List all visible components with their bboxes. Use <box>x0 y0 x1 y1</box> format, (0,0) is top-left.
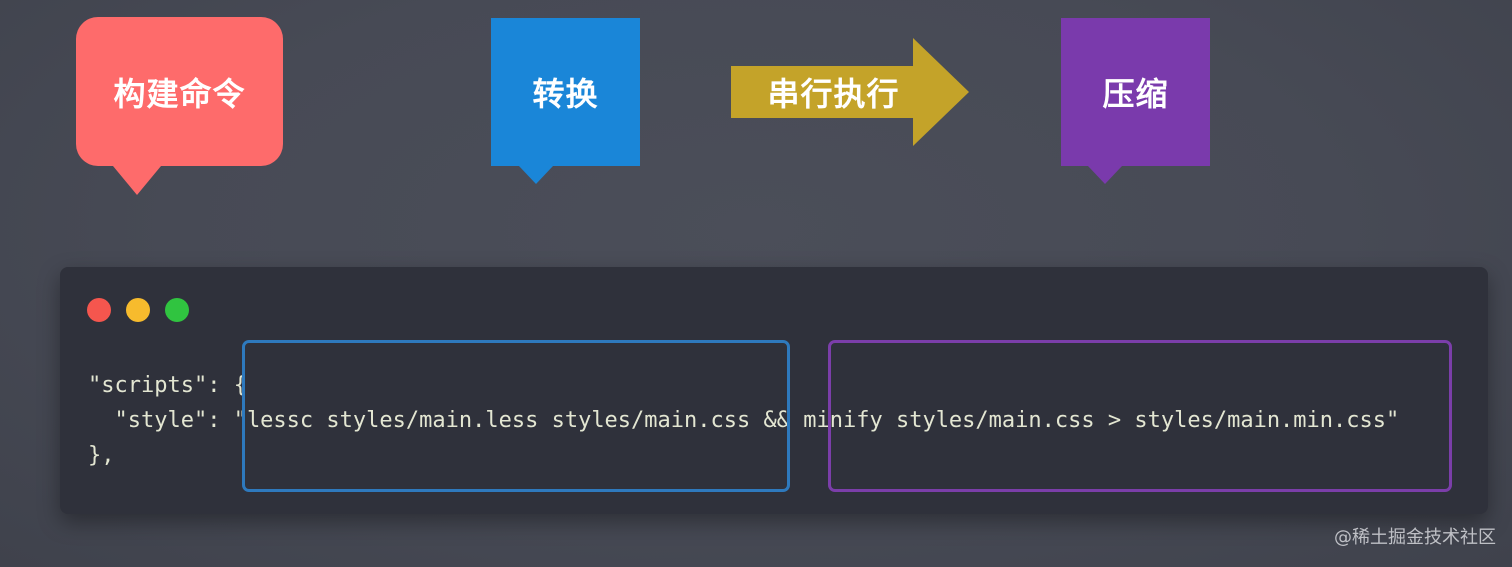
convert-label: 转换 <box>532 75 599 113</box>
compress-highlight-box <box>828 340 1452 492</box>
window-close-dot <box>87 298 111 322</box>
code-line-scripts-close: }, <box>88 443 115 468</box>
compress-label: 压缩 <box>1102 75 1169 113</box>
window-maximize-dot <box>165 298 189 322</box>
code-line-scripts-open: "scripts": { <box>88 373 247 398</box>
build-command-callout: 构建命令 <box>76 17 283 195</box>
convert-highlight-box <box>242 340 790 492</box>
code-line-style-script: "style": "lessc styles/main.less styles/… <box>88 408 1400 433</box>
window-minimize-dot <box>126 298 150 322</box>
right-arrow-icon <box>731 38 969 146</box>
build-command-label: 构建命令 <box>113 74 246 113</box>
serial-execution-label: 串行执行 <box>767 75 900 113</box>
code-window: "scripts": { "style": "lessc styles/main… <box>60 267 1488 514</box>
convert-callout: 转换 <box>491 18 640 184</box>
serial-execution-arrow: 串行执行 <box>731 38 969 146</box>
compress-callout: 压缩 <box>1061 18 1210 184</box>
watermark: @稀土掘金技术社区 <box>1334 527 1496 548</box>
